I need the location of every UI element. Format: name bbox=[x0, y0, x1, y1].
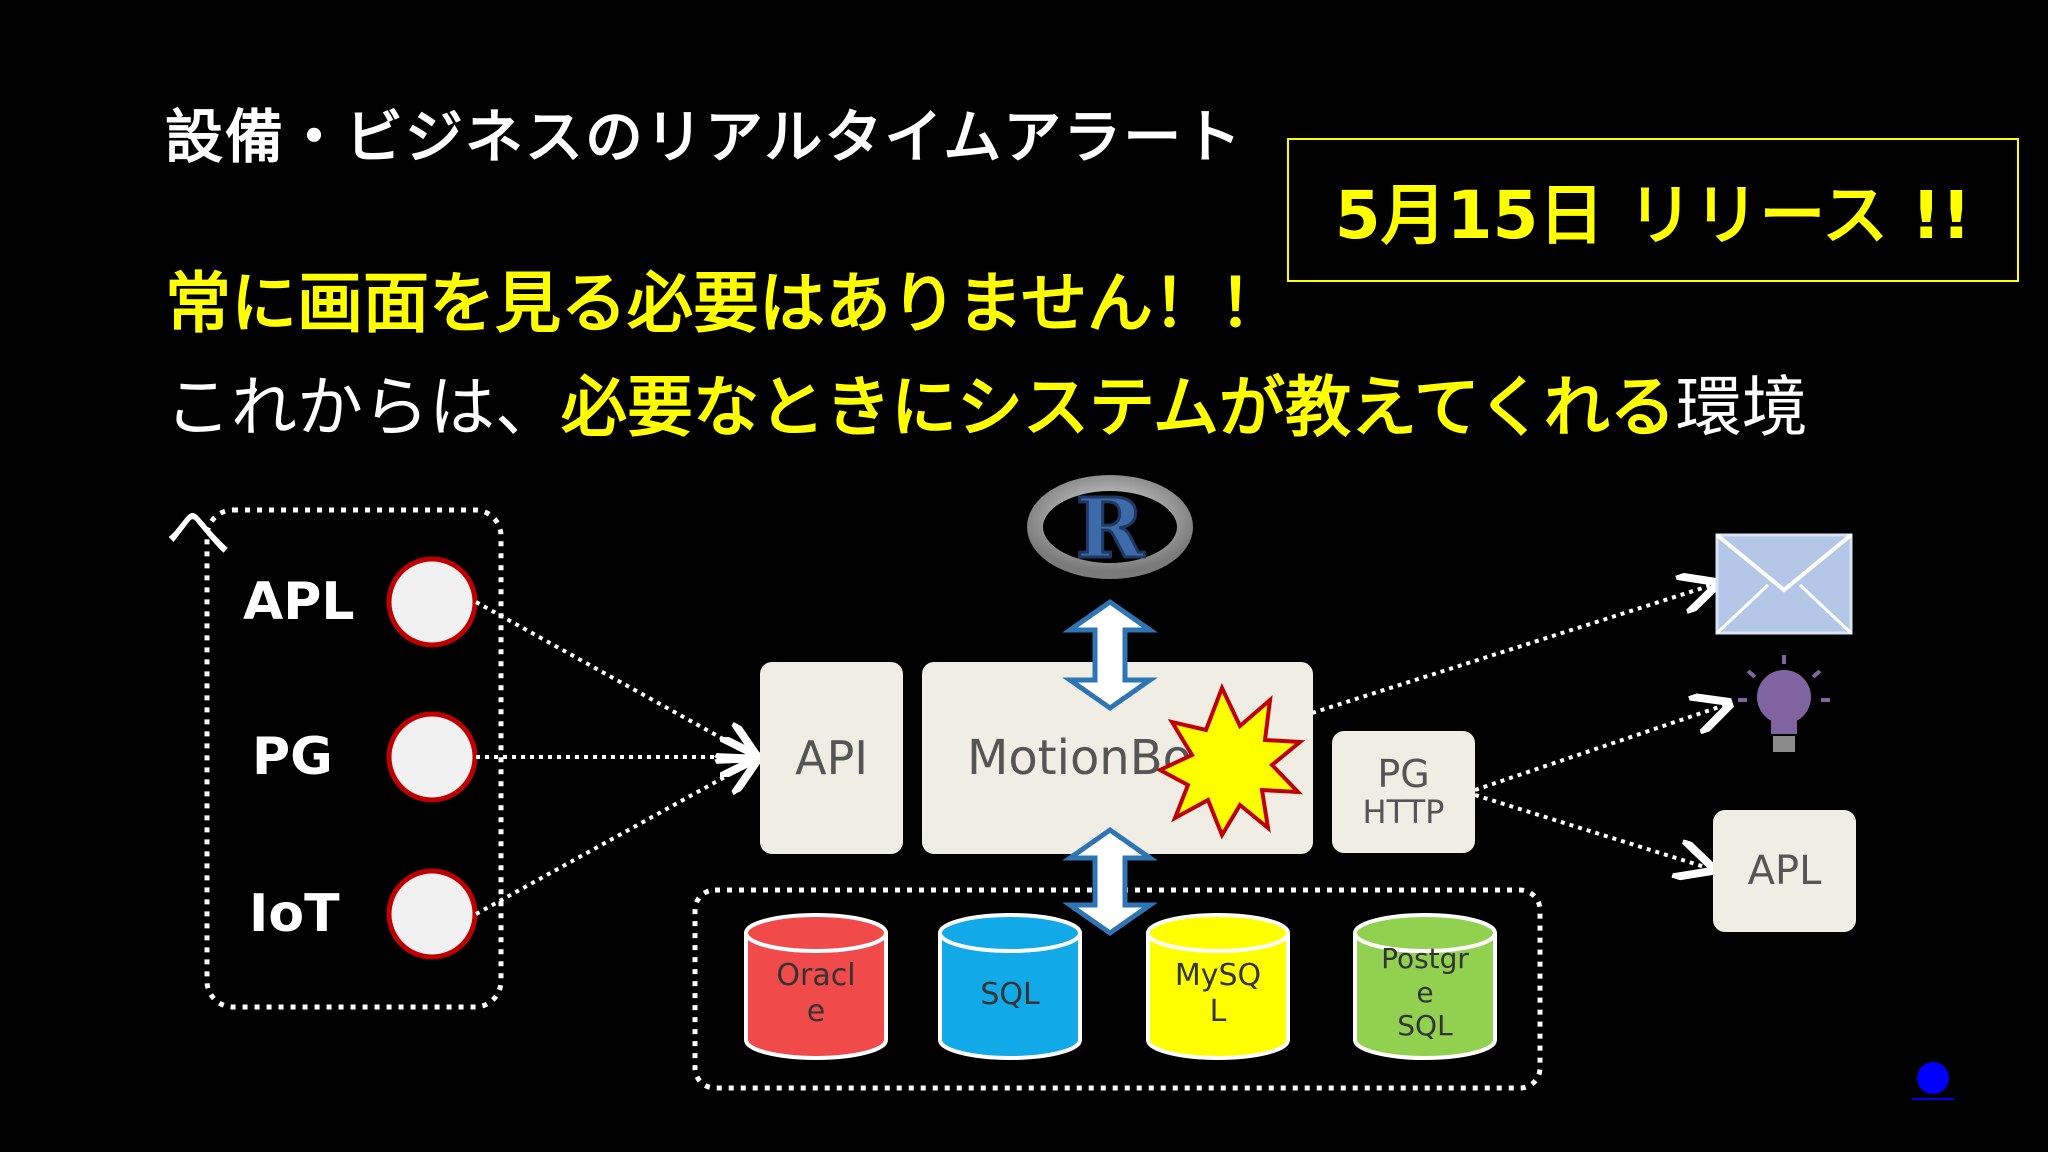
db-label-postgresql: Postgr e SQL bbox=[1355, 942, 1495, 1043]
pg-http-line2: HTTP bbox=[1362, 793, 1445, 832]
svg-text:R: R bbox=[1076, 481, 1145, 577]
database-postgresql bbox=[1353, 913, 1497, 1060]
input-arrow-apl bbox=[475, 600, 752, 755]
motionboard-label: MotionBo bbox=[967, 730, 1193, 786]
slide-nav-underline bbox=[1912, 1098, 1954, 1100]
pg-http-box: PG HTTP bbox=[1332, 731, 1475, 853]
double-arrow-db bbox=[1062, 826, 1158, 937]
db-postgres-line3: SQL bbox=[1397, 1009, 1453, 1043]
source-node-apl bbox=[386, 556, 478, 648]
subline-highlight: 必要なときにシステムが教えてくれる bbox=[561, 369, 1676, 446]
db-label-oracle: Oracl e bbox=[746, 958, 886, 1030]
db-label-sql: SQL bbox=[940, 977, 1080, 1013]
output-arrow-mail bbox=[1311, 585, 1712, 715]
source-group bbox=[204, 507, 504, 1010]
db-postgres-line1: Postgr bbox=[1381, 942, 1469, 975]
release-banner: 5月15日 リリース !! bbox=[1287, 138, 2019, 282]
source-label-pg: PG bbox=[252, 727, 333, 787]
explosion-icon bbox=[1155, 682, 1306, 840]
source-label-iot: IoT bbox=[249, 884, 340, 944]
subline-part4: へ bbox=[165, 494, 231, 571]
r-letter: R bbox=[1074, 480, 1146, 579]
input-arrow-iot bbox=[475, 762, 752, 916]
double-arrow-r bbox=[1062, 598, 1158, 712]
lightbulb-icon bbox=[1738, 655, 1830, 752]
source-node-iot bbox=[386, 868, 478, 960]
db-postgres-line2: e bbox=[1416, 975, 1434, 1009]
db-mysql-line2: L bbox=[1209, 994, 1227, 1029]
slide-nav-dot[interactable] bbox=[1917, 1062, 1949, 1094]
db-label-mysql: MySQ L bbox=[1148, 958, 1288, 1030]
api-box: API bbox=[760, 662, 903, 854]
subline-part3: 環境 bbox=[1675, 369, 1808, 446]
source-node-pg bbox=[386, 711, 478, 803]
r-logo-icon bbox=[1027, 475, 1193, 579]
output-apl-label: APL bbox=[1747, 848, 1822, 894]
db-sql-line1: SQL bbox=[980, 977, 1040, 1012]
pg-http-line1: PG bbox=[1377, 751, 1430, 796]
mail-icon bbox=[1715, 533, 1853, 635]
output-apl-box: APL bbox=[1713, 810, 1856, 932]
db-oracle-line1: Oracl bbox=[776, 958, 856, 993]
db-oracle-line2: e bbox=[806, 994, 826, 1029]
db-mysql-line1: MySQ bbox=[1174, 958, 1262, 993]
database-oracle bbox=[744, 913, 888, 1060]
slide-title: 設備・ビジネスのリアルタイムアラート bbox=[165, 103, 1244, 171]
database-sql bbox=[938, 913, 1082, 1060]
database-mysql bbox=[1146, 913, 1290, 1060]
api-label: API bbox=[795, 731, 868, 785]
source-label-apl: APL bbox=[243, 572, 355, 632]
subline: これからは、必要なときにシステムが教えてくれる環境 bbox=[165, 375, 1808, 441]
database-group bbox=[692, 887, 1543, 1091]
subline-part1: これからは、 bbox=[165, 369, 561, 446]
headline: 常に画面を見る必要はありません！！ bbox=[165, 265, 1286, 342]
